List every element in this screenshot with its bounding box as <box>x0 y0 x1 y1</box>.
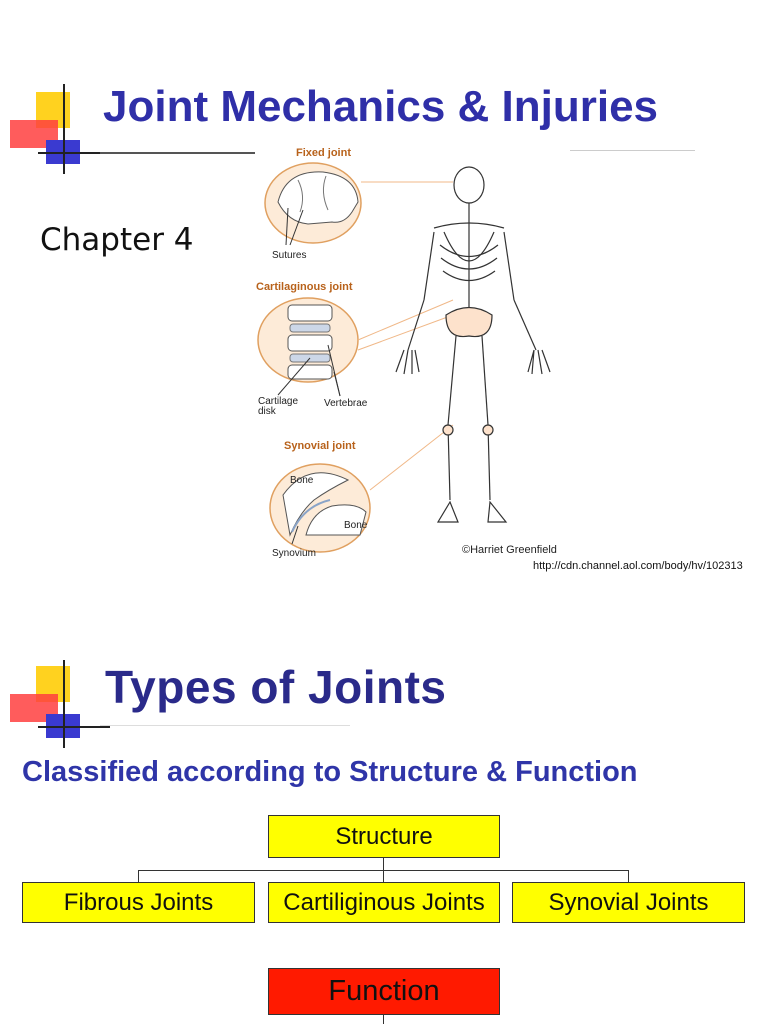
skeleton-figure <box>395 166 551 523</box>
synovial-joint-detail: Bone Bone Synovium <box>269 463 371 559</box>
cartilaginous-joint-label: Cartilaginous joint <box>256 281 353 293</box>
fixed-joint-label: Fixed joint <box>296 147 351 159</box>
function-box: Function <box>268 968 500 1015</box>
vertebrae-label: Vertebrae <box>324 398 368 409</box>
skeleton-joints-illustration: Fixed joint Cartilaginous joint Synovial… <box>256 147 557 559</box>
cartilage-label: Cartilage <box>258 396 298 407</box>
synovium-label: Synovium <box>272 548 316 559</box>
slide-subtitle: Classified according to Structure & Func… <box>22 756 638 788</box>
slide-title: Types of Joints <box>105 661 447 713</box>
fixed-joint-detail: Sutures <box>264 162 362 261</box>
synovial-joint-label: Synovial joint <box>284 440 356 452</box>
title-rule <box>100 152 255 154</box>
tree-connector <box>628 870 629 882</box>
synovial-joints-box: Synovial Joints <box>512 882 745 923</box>
slide-types-of-joints: Types of Joints Classified according to … <box>0 620 768 1024</box>
fibrous-joints-box: Fibrous Joints <box>22 882 255 923</box>
sutures-label: Sutures <box>272 250 306 261</box>
structure-box: Structure <box>268 815 500 858</box>
bone-label-top: Bone <box>290 475 314 486</box>
source-url: http://cdn.channel.aol.com/body/hv/10231… <box>533 560 743 572</box>
tree-connector <box>383 1015 384 1024</box>
corner-decoration-2 <box>10 660 110 748</box>
tree-connector <box>383 858 384 870</box>
tree-connector <box>383 870 384 882</box>
cartiliginous-joints-box: Cartiliginous Joints <box>268 882 500 923</box>
cartilaginous-joint-detail: Cartilage disk Vertebrae <box>257 297 368 417</box>
slide-joint-mechanics: Joint Mechanics & Injuries Chapter 4 Fix… <box>10 82 743 572</box>
disk-label: disk <box>258 406 277 417</box>
corner-decoration <box>10 84 110 174</box>
slide-title: Joint Mechanics & Injuries <box>103 82 659 131</box>
title-rule-right <box>570 150 695 151</box>
bone-label-bottom: Bone <box>344 520 368 531</box>
title-rule <box>100 725 350 726</box>
copyright-label: ©Harriet Greenfield <box>462 544 557 556</box>
chapter-label: Chapter 4 <box>40 222 194 258</box>
tree-connector <box>138 870 139 882</box>
